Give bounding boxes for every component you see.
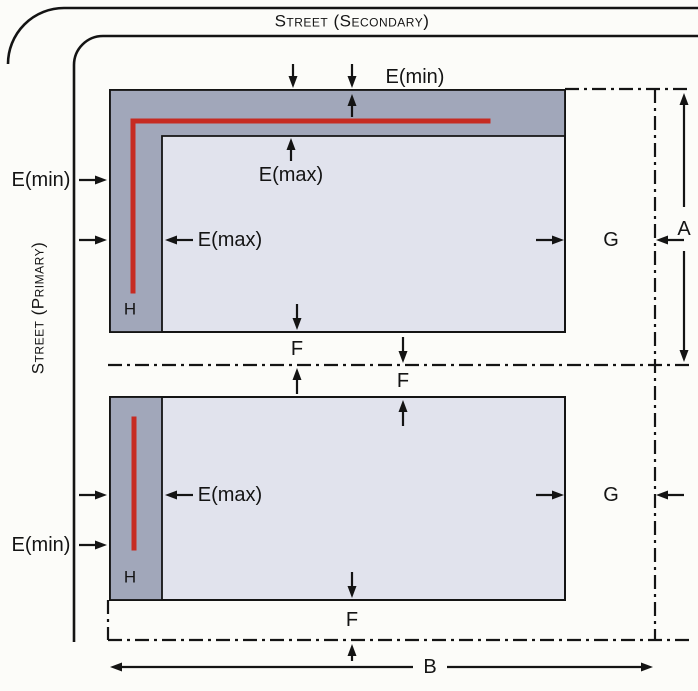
right-arrow-icon — [641, 662, 653, 672]
lower-left-e-max-dimension: E(max) — [79, 484, 262, 506]
a-dimension: A — [677, 93, 691, 362]
down-arrow-icon — [292, 318, 302, 330]
lower-h-label: H — [124, 568, 136, 587]
street-secondary-label: Street (Secondary) — [275, 12, 430, 31]
upper-left-e-min-dimension: E(min) — [12, 169, 107, 191]
up-arrow-icon — [679, 93, 689, 105]
b-label: B — [423, 656, 436, 678]
left-arrow-icon — [165, 490, 177, 500]
up-arrow-icon — [347, 644, 357, 656]
f-label-mid: F — [397, 370, 409, 392]
lot-lines — [106, 87, 692, 642]
street-edges — [6, 6, 698, 642]
right-arrow-icon — [552, 235, 564, 245]
upper-g-label: G — [603, 229, 619, 251]
left-arrow-icon — [165, 235, 177, 245]
right-arrow-icon — [552, 490, 564, 500]
left-arrow-icon — [656, 235, 668, 245]
street-curb-line — [72, 34, 698, 642]
lower-e-min-label: E(min) — [12, 534, 71, 556]
upper-g-dimension: G — [536, 229, 684, 251]
right-arrow-icon — [95, 175, 107, 185]
top-e-max-label: E(max) — [259, 164, 323, 186]
f-label-upper: F — [291, 338, 303, 360]
upper-left-e-max-dimension: E(max) — [79, 229, 262, 251]
down-arrow-icon — [347, 586, 357, 598]
lower-building-body — [109, 396, 566, 601]
upper-facade-red-line — [130, 118, 491, 294]
right-arrow-icon — [95, 490, 107, 500]
up-arrow-icon — [347, 94, 357, 106]
upper-building: H — [109, 89, 566, 333]
left-arrow-icon — [656, 490, 668, 500]
lower-building: H — [109, 396, 566, 601]
a-label: A — [677, 218, 691, 240]
upper-h-label: H — [124, 300, 136, 319]
up-arrow-icon — [292, 368, 302, 380]
top-e-max-dimension: E(max) — [259, 138, 323, 186]
down-arrow-icon — [347, 76, 357, 88]
upper-e-max-label: E(max) — [198, 229, 262, 251]
down-arrow-icon — [398, 351, 408, 363]
lower-left-e-min-dimension: E(min) — [12, 534, 107, 556]
street-primary-label: Street (Primary) — [29, 242, 48, 375]
f-dimension-mid: F — [397, 337, 409, 426]
upper-e-min-label: E(min) — [12, 169, 71, 191]
up-arrow-icon — [398, 400, 408, 412]
up-arrow-icon — [286, 138, 296, 150]
top-e-min-dimension: E(min) — [288, 64, 445, 117]
lower-g-label: G — [603, 484, 619, 506]
down-arrow-icon — [679, 350, 689, 362]
f-dimension-bottom: F — [346, 572, 358, 661]
left-arrow-icon — [110, 662, 122, 672]
right-arrow-icon — [95, 235, 107, 245]
f-label-bottom: F — [346, 609, 358, 631]
right-arrow-icon — [95, 540, 107, 550]
f-dimension-upper: F — [291, 304, 303, 394]
down-arrow-icon — [288, 76, 298, 88]
lower-g-dimension: G — [536, 484, 684, 506]
lower-e-max-label: E(max) — [198, 484, 262, 506]
upper-build-to-zone-band — [109, 89, 566, 333]
street-outer-edge-line — [6, 6, 698, 65]
b-dimension: B — [110, 656, 653, 678]
top-e-min-label: E(min) — [386, 66, 445, 88]
